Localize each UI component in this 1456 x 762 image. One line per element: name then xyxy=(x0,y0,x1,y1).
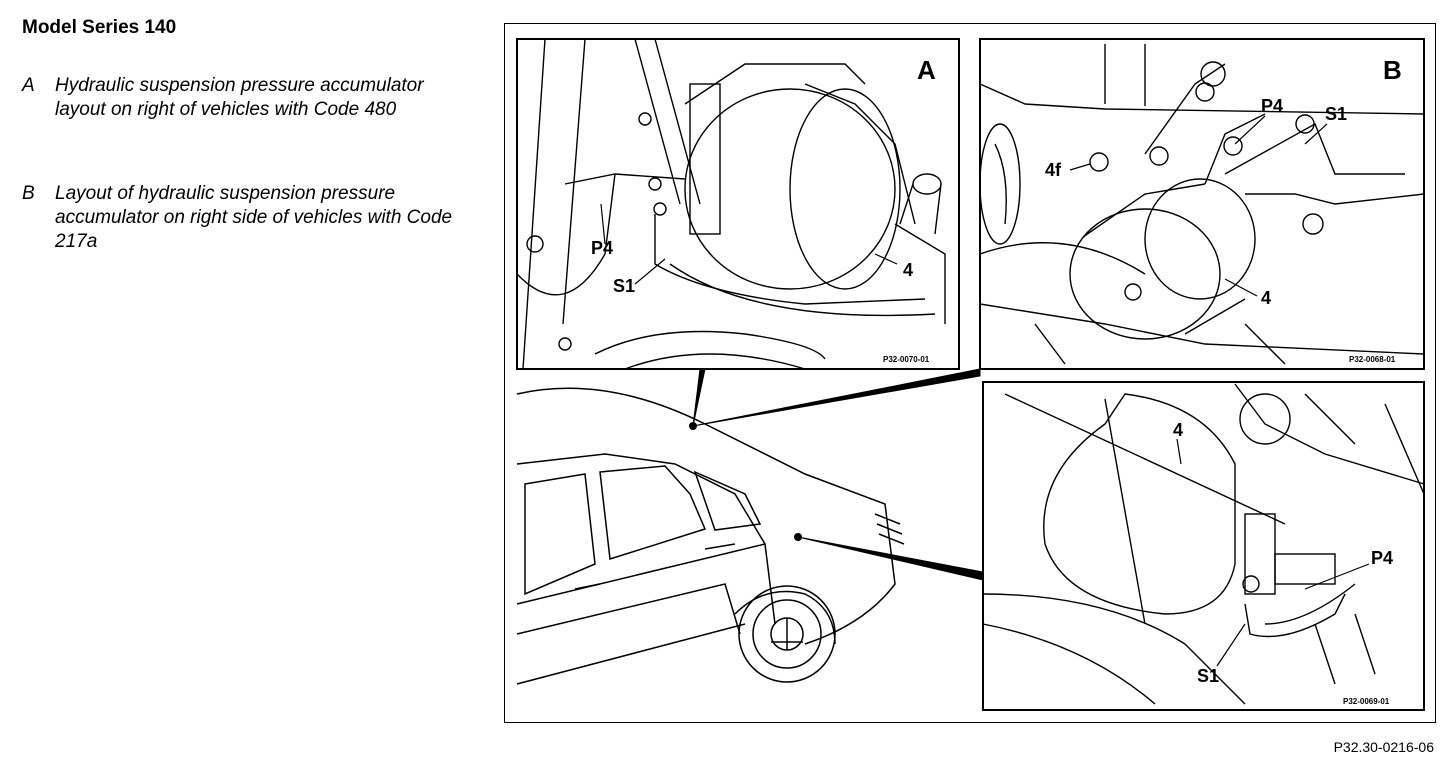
panel-b-letter: B xyxy=(1383,55,1402,85)
panel-b-label-4: 4 xyxy=(1261,288,1271,308)
panel-c-label-s1: S1 xyxy=(1197,666,1219,686)
legend-key-b: B xyxy=(22,183,35,204)
panel-b-code: P32-0068-01 xyxy=(1349,355,1396,364)
panel-b-label-4f: 4f xyxy=(1045,160,1062,180)
figure-reference-code: P32.30-0216-06 xyxy=(1333,739,1434,755)
panel-c-code: P32-0069-01 xyxy=(1343,697,1390,706)
panel-c-label-4: 4 xyxy=(1173,420,1183,440)
panel-a-label-s1: S1 xyxy=(613,276,635,296)
panel-b-detail: B P4 S1 4f 4 P32-0068-01 xyxy=(979,38,1426,370)
legend-text-a: Hydraulic suspension pressure accumulato… xyxy=(55,75,424,120)
panel-a-letter: A xyxy=(917,55,936,85)
panel-a-code: P32-0070-01 xyxy=(883,355,930,364)
panel-b-label-s1: S1 xyxy=(1325,104,1347,124)
panel-c-detail: 4 P4 S1 P32-0069-01 xyxy=(982,381,1425,711)
panel-a-label-4: 4 xyxy=(903,260,913,280)
technical-illustration: A P4 S1 4 P32-0070-01 xyxy=(504,23,1436,723)
page-title: Model Series 140 xyxy=(22,17,177,38)
panel-a-detail: A P4 S1 4 P32-0070-01 xyxy=(516,38,960,370)
panel-c-label-p4: P4 xyxy=(1371,548,1393,568)
car-overview xyxy=(516,368,984,685)
panel-b-label-p4: P4 xyxy=(1261,96,1283,116)
legend-text-b: Layout of hydraulic suspension pressure … xyxy=(55,183,453,252)
panel-a-label-p4: P4 xyxy=(591,238,613,258)
legend-key-a: A xyxy=(22,75,35,96)
